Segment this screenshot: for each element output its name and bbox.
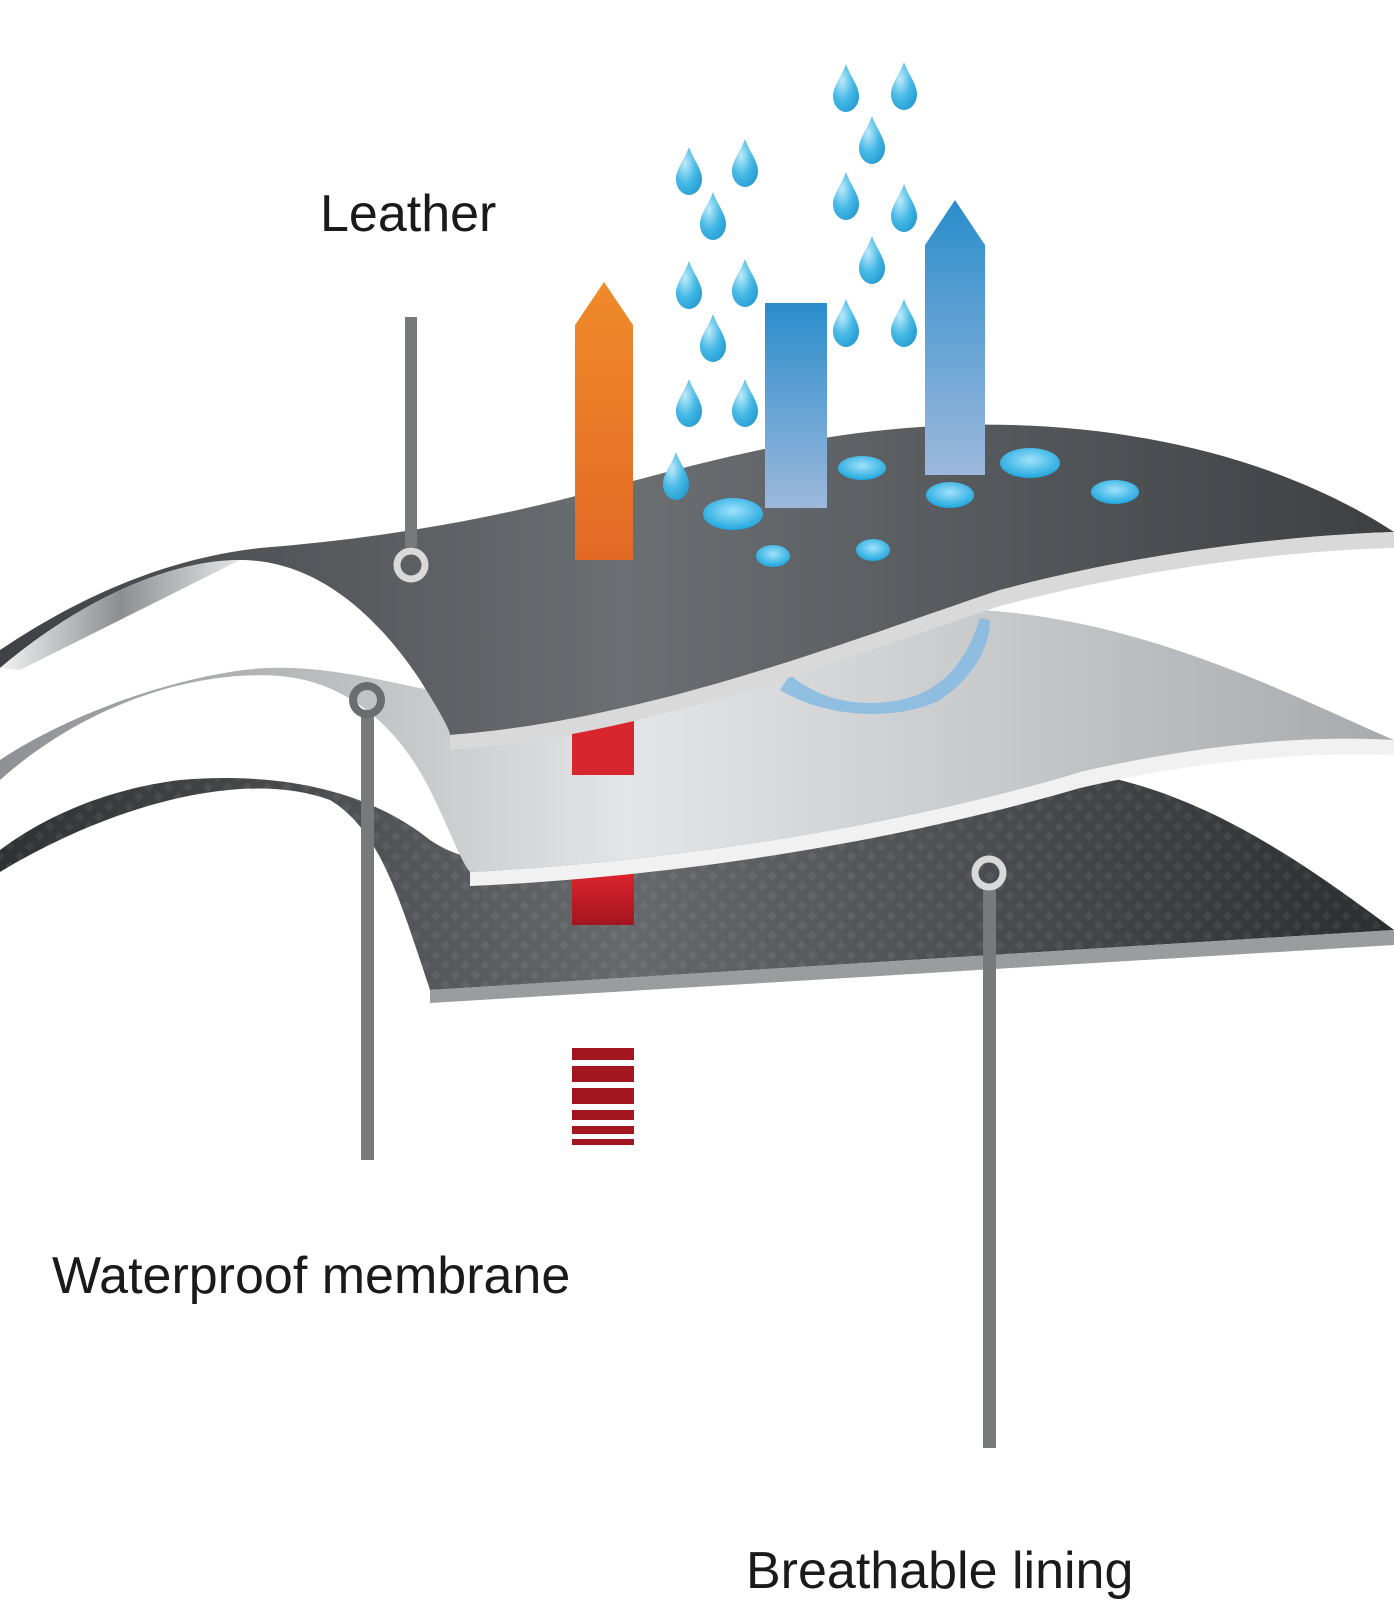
water-drop-icon	[891, 62, 917, 110]
vapor-column-icon	[765, 303, 827, 508]
water-drop-icon	[833, 172, 859, 220]
water-drop-icon	[676, 261, 702, 309]
lining-label: Breathable lining	[746, 1542, 1134, 1600]
lining-callout	[971, 855, 1007, 1448]
water-drop-icon	[833, 64, 859, 112]
rain-drops	[663, 62, 917, 500]
heat-tail	[572, 870, 634, 1145]
membrane-callout	[349, 682, 385, 1160]
leather-label: Leather	[320, 185, 497, 243]
water-drop-icon	[833, 299, 859, 347]
water-drop-icon	[732, 259, 758, 307]
water-drop-icon	[700, 192, 726, 240]
water-puddles	[703, 448, 1139, 567]
leather-layer	[0, 424, 1394, 750]
water-drop-icon	[891, 184, 917, 232]
leather-callout	[393, 317, 429, 583]
membrane-label: Waterproof membrane	[52, 1247, 571, 1305]
heat-arrow-icon	[575, 282, 633, 560]
water-drop-icon	[676, 379, 702, 427]
lining-layer	[0, 769, 1394, 1003]
water-drop-icon	[859, 116, 885, 164]
water-drop-icon	[663, 452, 689, 500]
water-drop-icon	[732, 379, 758, 427]
vapor-arrow-icon	[925, 200, 985, 475]
membrane-layer	[0, 608, 1394, 886]
water-drop-icon	[700, 314, 726, 362]
water-drop-icon	[732, 139, 758, 187]
water-drop-icon	[859, 236, 885, 284]
water-drop-icon	[676, 147, 702, 195]
water-drop-icon	[891, 299, 917, 347]
